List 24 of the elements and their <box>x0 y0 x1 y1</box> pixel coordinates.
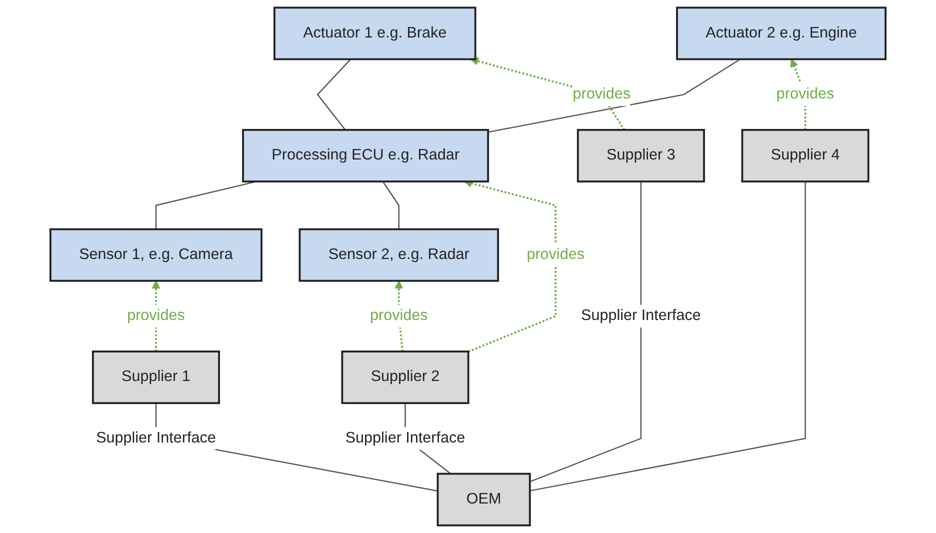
node-box: Actuator 1 e.g. Brake <box>273 6 476 60</box>
edge-label: provides <box>370 308 428 324</box>
connector <box>530 181 806 492</box>
node-box: Supplier 3 <box>576 128 705 182</box>
connector <box>382 181 400 230</box>
node-box: Supplier 2 <box>341 350 470 404</box>
edge-label: provides <box>572 86 631 102</box>
connector <box>316 58 352 130</box>
node-box: Actuator 2 e.g. Engine <box>676 6 887 60</box>
edge-label: Supplier Interface <box>581 308 701 324</box>
node-box: Supplier 1 <box>92 350 220 404</box>
edge-label: provides <box>526 246 584 263</box>
node-box: Sensor 1, e.g. Camera <box>49 228 262 282</box>
edge-label: Supplier Interface <box>345 430 466 446</box>
node-box: Sensor 2, e.g. Radar <box>298 228 499 282</box>
edge-label: Supplier Interface <box>96 430 216 446</box>
node-box: Supplier 4 <box>741 128 870 182</box>
connector <box>530 181 642 482</box>
edge-label: provides <box>776 86 834 102</box>
node-box: OEM <box>436 472 531 526</box>
node-box: Processing ECU e.g. Radar <box>242 128 490 182</box>
connector <box>488 58 740 133</box>
edge-label: provides <box>127 308 185 324</box>
connector <box>155 180 257 230</box>
